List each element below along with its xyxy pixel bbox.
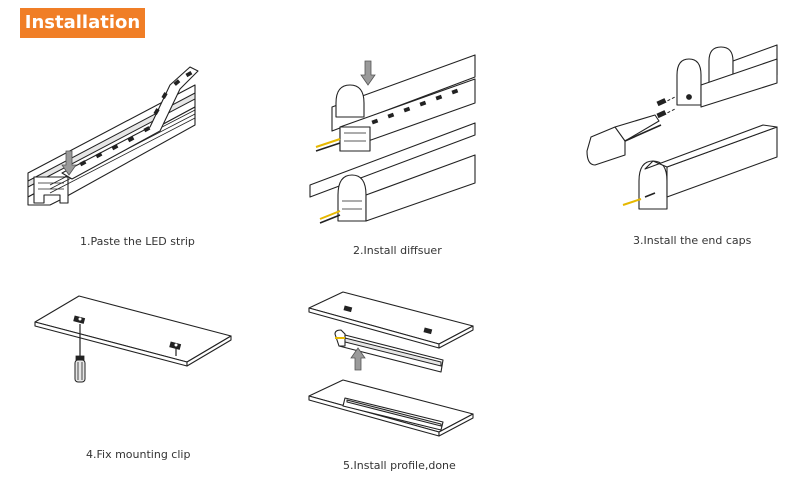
- step-3-caption: 3.Install the end caps: [633, 234, 752, 247]
- step-1-caption: 1.Paste the LED strip: [80, 235, 195, 248]
- mounting-clip-drawing: [34, 295, 232, 383]
- screwdriver-icon: [74, 355, 86, 383]
- step-5-caption: 5.Install profile,done: [343, 459, 456, 472]
- installation-header: Installation: [20, 8, 145, 38]
- step-4-illustration: [34, 290, 235, 400]
- step-2-caption: 2.Install diffsuer: [353, 244, 442, 257]
- step-5-illustration: [305, 288, 480, 443]
- step-2-illustration: [309, 45, 485, 230]
- step-4-caption: 4.Fix mounting clip: [86, 448, 191, 461]
- end-caps-drawing: [586, 44, 778, 210]
- step-3-illustration: [585, 44, 780, 220]
- mounting-clip-icon: [73, 315, 182, 350]
- profile-install-drawing: [308, 291, 474, 437]
- diffuser-drawing: [309, 54, 476, 224]
- led-strip-profile-drawing: [27, 66, 199, 206]
- step-1-illustration: [20, 55, 200, 220]
